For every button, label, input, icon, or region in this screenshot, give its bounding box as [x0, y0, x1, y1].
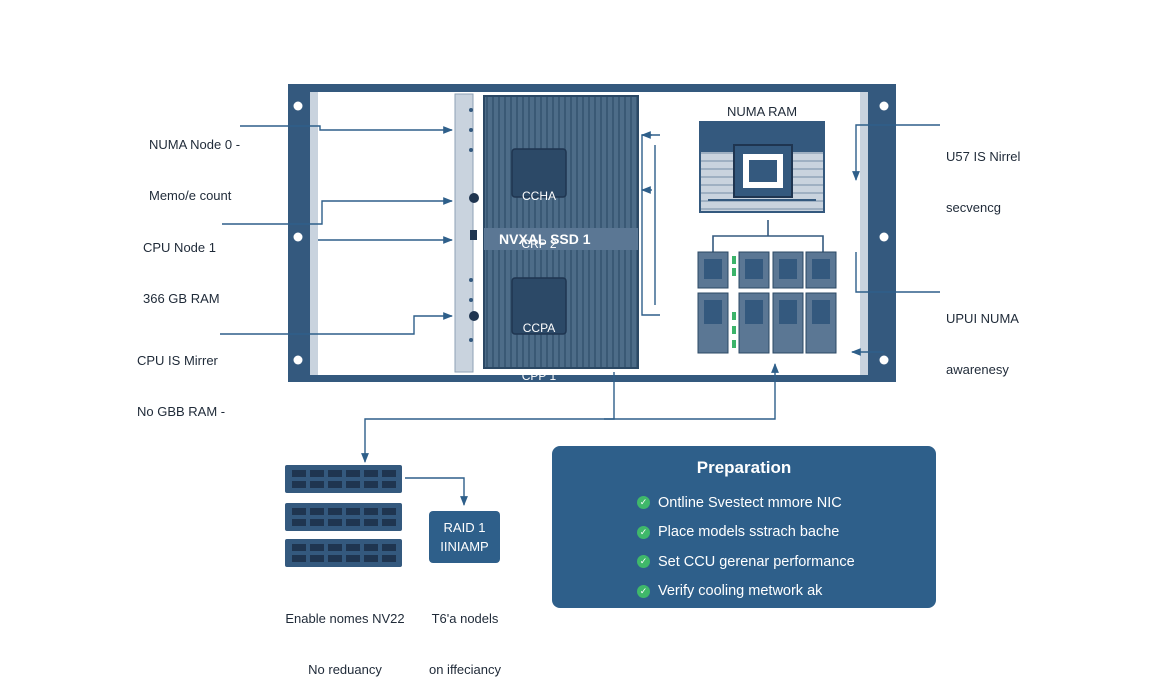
raid-caption: T6'a nodels on iffeciancy: [415, 576, 515, 695]
diagram-graphics: [220, 84, 940, 567]
label-line: CCPA: [522, 321, 556, 335]
server-diagram: NUMA Node 0 - Memo/e count CPU Node 1 36…: [137, 84, 1020, 677]
preparation-title: Preparation: [696, 458, 792, 477]
raid-box: RAID 1 IINIAMP: [429, 511, 500, 563]
dimm-grid: [697, 220, 837, 354]
checkmark-icon: ✓: [637, 555, 650, 569]
raid-line: RAID 1: [443, 520, 486, 535]
label-line: CPP 1: [521, 369, 557, 383]
numa-ram-block: [699, 121, 825, 213]
heatsink-side-arrows: [641, 131, 660, 316]
label-line: CPU IS Mirrer: [137, 353, 218, 368]
label-line: No reduancy: [308, 662, 382, 677]
item-text: Set CCU gerenar performance: [658, 553, 855, 570]
list-item: ✓ Set CCU gerenar performance: [637, 547, 855, 577]
preparation-list: ✓ Ontline Svestect mmore NIC ✓ Place mod…: [637, 488, 855, 606]
label-line: UPUI NUMA: [946, 311, 1019, 326]
label-numa-awareness: UPUI NUMA awarenesy: [946, 276, 1019, 395]
front-rail: [454, 93, 479, 373]
raid-line: IINIAMP: [440, 539, 489, 554]
label-line: T6'a nodels: [431, 611, 499, 626]
label-line: CRP 2: [521, 237, 557, 251]
label-cpu-mirror: CPU IS Mirrer No GBB RAM -: [137, 318, 225, 437]
ssd-label: NVXAL SSD 1: [499, 231, 591, 247]
left-connectors: [220, 125, 453, 335]
cpu-bottom-label: CCPA CPP 1: [512, 288, 566, 400]
checkmark-icon: ✓: [637, 525, 650, 539]
label-mirror-sequence: U57 IS Nirrel secvencg: [946, 114, 1020, 233]
bottom-connectors: [361, 363, 779, 506]
cpu-bottom-chip: [511, 277, 567, 335]
heatsink-module: [483, 95, 639, 369]
right-connectors: [851, 124, 940, 356]
label-line: on iffeciancy: [428, 662, 502, 677]
label-line: No GBB RAM -: [137, 404, 226, 419]
label-line: CCHA: [521, 189, 556, 203]
checkmark-icon: ✓: [637, 584, 650, 598]
mount-hole: [879, 101, 889, 111]
storage-drives: [285, 465, 402, 567]
cpu-top-chip: [511, 148, 567, 198]
status-led: [732, 326, 736, 334]
mount-hole: [293, 232, 303, 242]
label-line: Enable nomes NV22: [285, 611, 405, 626]
item-text: Place models sstrach bache: [658, 524, 840, 541]
label-cpu-node-1: CPU Node 1 366 GB RAM: [143, 205, 220, 324]
status-led: [732, 256, 736, 264]
list-item: ✓ Verify cooling metwork ak: [637, 577, 855, 607]
label-line: awarenesy: [946, 362, 1009, 377]
item-text: Verify cooling metwork ak: [658, 583, 823, 600]
preparation-panel: Preparation ✓ Ontline Svestect mmore NIC…: [552, 446, 936, 608]
numa-ram-label: NUMA RAM: [726, 104, 798, 119]
label-line: CPU Node 1: [143, 240, 216, 255]
storage-caption: Enable nomes NV22 No reduancy: [270, 576, 420, 695]
status-led: [732, 340, 736, 348]
list-item: ✓ Place models sstrach bache: [637, 518, 855, 548]
label-line: NUMA Node 0 -: [149, 137, 241, 152]
mount-hole: [879, 232, 889, 242]
label-line: U57 IS Nirrel: [946, 149, 1021, 164]
mount-hole: [879, 355, 889, 365]
mount-hole: [293, 355, 303, 365]
cpu-top-label: CCHA CRP 2: [512, 156, 566, 268]
item-text: Ontline Svestect mmore NIC: [658, 494, 842, 511]
label-line: 366 GB RAM: [143, 291, 220, 306]
label-line: Memo/e count: [149, 188, 232, 203]
list-item: ✓ Ontline Svestect mmore NIC: [637, 488, 855, 518]
mount-hole: [293, 101, 303, 111]
status-led: [732, 312, 736, 320]
checkmark-icon: ✓: [637, 496, 650, 510]
label-numa-node-0: NUMA Node 0 - Memo/e count: [149, 102, 240, 221]
label-line: secvencg: [946, 200, 1001, 215]
status-led: [732, 268, 736, 276]
